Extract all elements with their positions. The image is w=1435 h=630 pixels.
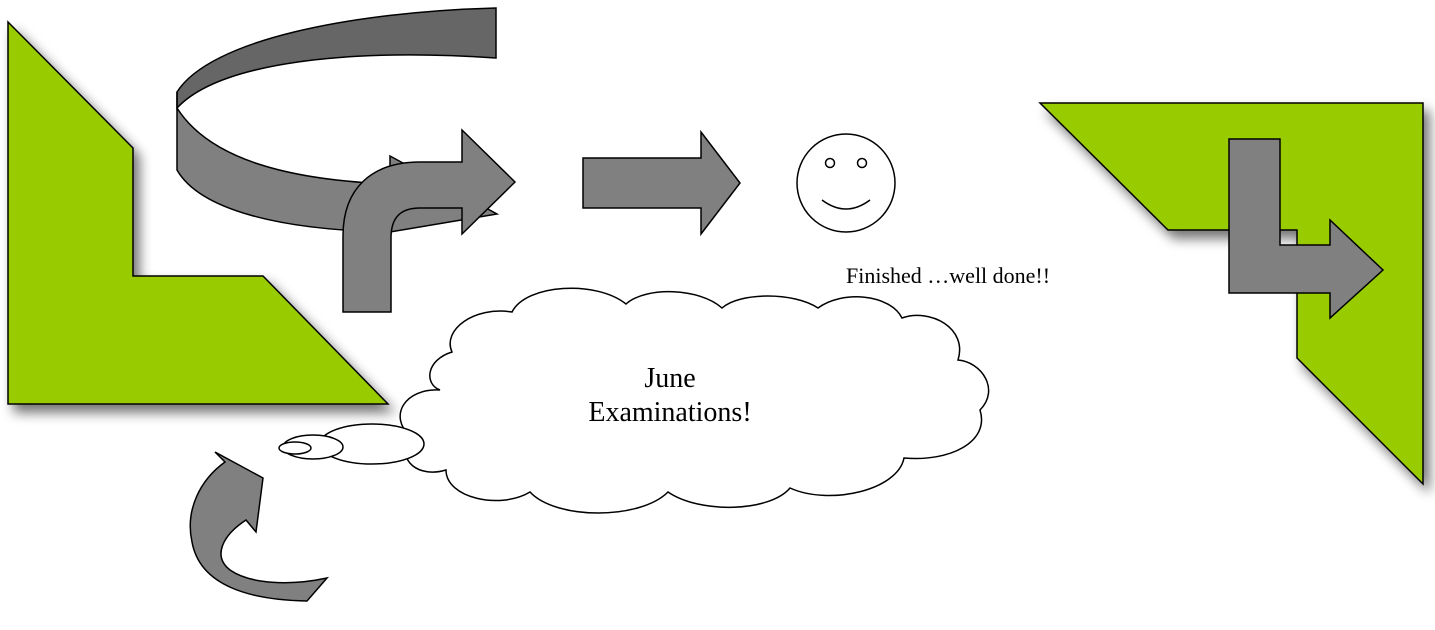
bent-up-arrow xyxy=(342,128,517,313)
cloud-text: June Examinations! xyxy=(540,362,800,430)
finished-label: Finished …well done!! xyxy=(846,263,1051,288)
cloud-text-line2: Examinations! xyxy=(588,397,752,428)
bottom-curved-arrow xyxy=(189,451,330,602)
right-l-arrow xyxy=(1228,138,1385,320)
right-block-arrow xyxy=(582,129,741,237)
cloud-text-line1: June xyxy=(644,363,696,394)
thought-cloud-icon xyxy=(278,287,990,514)
smiley-face-icon xyxy=(796,133,896,233)
left-green-l-shape xyxy=(7,20,390,405)
right-green-shape xyxy=(1038,102,1424,486)
